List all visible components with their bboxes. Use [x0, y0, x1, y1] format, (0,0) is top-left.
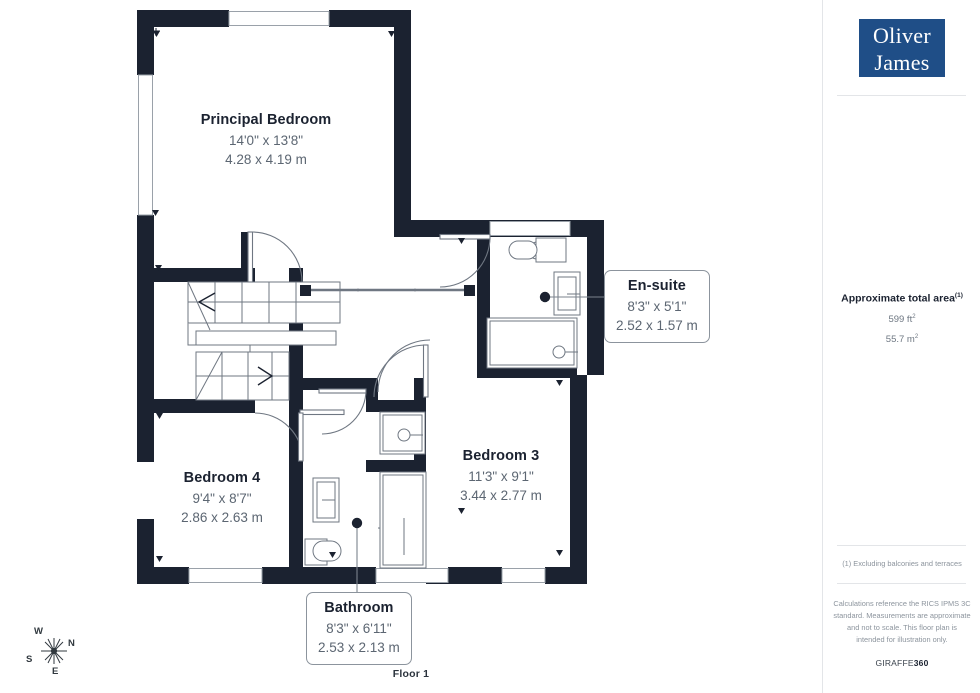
room-name: Principal Bedroom [200, 112, 332, 128]
room-dimensions-imperial: 8'3" x 5'1" [627, 299, 687, 315]
compass-label-south: S [26, 654, 33, 665]
divider [837, 545, 966, 546]
room-label-bedroom-4: Bedroom 4 9'4" x 8'7" 2.86 x 2.63 m [181, 468, 263, 527]
agency-logo[interactable]: Oliver James [823, 0, 980, 95]
room-dimensions-metric: 2.52 x 1.57 m [616, 318, 698, 334]
provider-suffix: 360 [913, 658, 929, 668]
bathroom-fixtures [304, 411, 427, 569]
total-area-sqft-value: 599 ft [888, 313, 913, 325]
compass-label-east: E [52, 666, 59, 677]
total-area-sqft: 599 ft2 [823, 314, 980, 325]
en-suite-marker-dot [539, 291, 551, 303]
provider-name: GIRAFFE [875, 658, 914, 668]
divider [837, 583, 966, 584]
floor-plan-drawing[interactable]: Principal Bedroom 14'0" x 13'8" 4.28 x 4… [0, 0, 822, 693]
sqft-exponent: 2 [912, 313, 916, 320]
total-area-footnote-marker: (1) [954, 292, 963, 299]
total-area-title-text: Approximate total area [841, 292, 955, 305]
room-dimensions-imperial: 11'3" x 9'1" [468, 469, 534, 485]
room-label-principal-bedroom: Principal Bedroom 14'0" x 13'8" 4.28 x 4… [201, 110, 332, 169]
bathroom-marker-dot [351, 517, 363, 529]
agency-logo-line-1: Oliver [872, 22, 931, 48]
room-name: Bedroom 4 [183, 470, 261, 486]
area-footnote: (1) Excluding balconies and terraces [842, 559, 962, 568]
legal-disclaimer: Calculations reference the RICS IPMS 3C … [833, 599, 971, 644]
compass-icon [41, 638, 67, 664]
callout-leaders [351, 291, 604, 592]
compass-rose: W N S E [18, 618, 90, 684]
floor-plan-svg [137, 10, 604, 592]
room-name: En-suite [627, 278, 686, 294]
en-suite-fixtures [486, 237, 581, 369]
room-dimensions-imperial: 8'3" x 6'11" [326, 621, 392, 637]
room-name: Bathroom [324, 600, 394, 616]
stair-direction-arrows [197, 292, 274, 386]
info-panel: Oliver James Approximate total area(1) 5… [822, 0, 980, 693]
agency-logo-line-2: James [874, 50, 930, 76]
floor-caption: Floor 1 [392, 668, 430, 680]
total-area-sqm: 55.7 m2 [823, 334, 980, 345]
room-label-bedroom-3: Bedroom 3 11'3" x 9'1" 3.44 x 2.77 m [460, 446, 542, 505]
room-dimensions-metric: 4.28 x 4.19 m [225, 152, 307, 168]
agency-logo-box: Oliver James [859, 18, 945, 77]
total-area-sqm-value: 55.7 m [885, 333, 915, 345]
provider-branding: GIRAFFE360 [823, 658, 980, 668]
room-dimensions-metric: 2.53 x 2.13 m [318, 640, 400, 656]
room-name: Bedroom 3 [462, 448, 540, 464]
sqm-exponent: 2 [914, 333, 919, 340]
total-area-title: Approximate total area(1) [823, 292, 980, 305]
compass-label-north: N [68, 638, 75, 649]
divider [837, 95, 966, 96]
room-dimensions-imperial: 14'0" x 13'8" [228, 133, 304, 149]
room-dimensions-imperial: 9'4" x 8'7" [192, 491, 252, 507]
room-callout-en-suite[interactable]: En-suite 8'3" x 5'1" 2.52 x 1.57 m [604, 270, 710, 344]
windows [138, 11, 571, 583]
staircase [187, 281, 341, 401]
banister-rail [300, 285, 475, 296]
room-dimensions-metric: 3.44 x 2.77 m [460, 488, 542, 504]
total-area-block: Approximate total area(1) 599 ft2 55.7 m… [823, 292, 980, 345]
dimension-markers [152, 28, 585, 562]
room-callout-bathroom[interactable]: Bathroom 8'3" x 6'11" 2.53 x 2.13 m [306, 592, 412, 666]
room-dimensions-metric: 2.86 x 2.63 m [181, 510, 263, 526]
compass-label-west: W [34, 626, 43, 637]
